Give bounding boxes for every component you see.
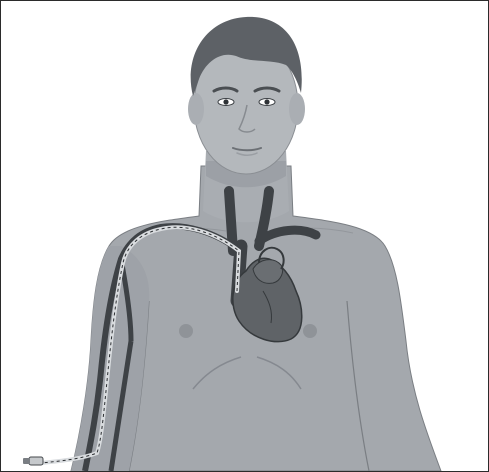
catheter-hub xyxy=(29,457,43,465)
catheter-hub-cap xyxy=(23,458,30,464)
right-ear xyxy=(188,93,204,125)
left-pupil xyxy=(264,99,269,104)
left-ear xyxy=(289,93,305,125)
right-pupil xyxy=(223,99,228,104)
right-nipple xyxy=(179,324,193,338)
left-nipple xyxy=(303,324,317,338)
